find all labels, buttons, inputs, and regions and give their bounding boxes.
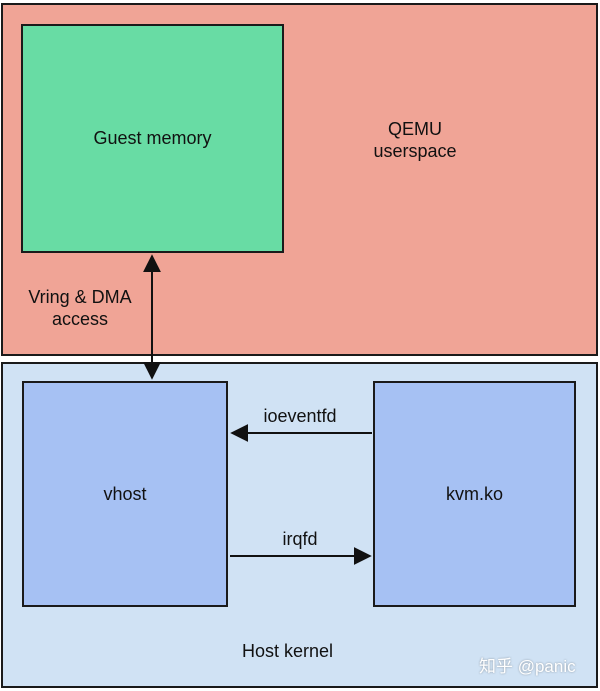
vring-dma-label-line2: access — [51, 309, 109, 329]
qemu-label-line1: QEMU — [388, 119, 442, 139]
qemu-label: QEMU userspace — [340, 118, 490, 162]
vhost-box — [22, 381, 228, 607]
irqfd-label: irqfd — [282, 529, 318, 549]
vring-dma-label-line1: Vring & DMA — [28, 287, 132, 307]
guest-memory-box — [21, 24, 284, 253]
kvm-ko-label: kvm.ko — [445, 484, 503, 504]
vhost-label: vhost — [103, 484, 147, 504]
guest-memory-label: Guest memory — [93, 128, 212, 148]
host-kernel-label: Host kernel — [241, 641, 334, 661]
qemu-label-line2: userspace — [373, 141, 457, 161]
watermark: 知乎 @panic — [479, 657, 576, 676]
ioeventfd-label: ioeventfd — [263, 406, 337, 426]
vring-dma-label: Vring & DMA access — [10, 286, 150, 330]
kvm-ko-box — [373, 381, 576, 607]
